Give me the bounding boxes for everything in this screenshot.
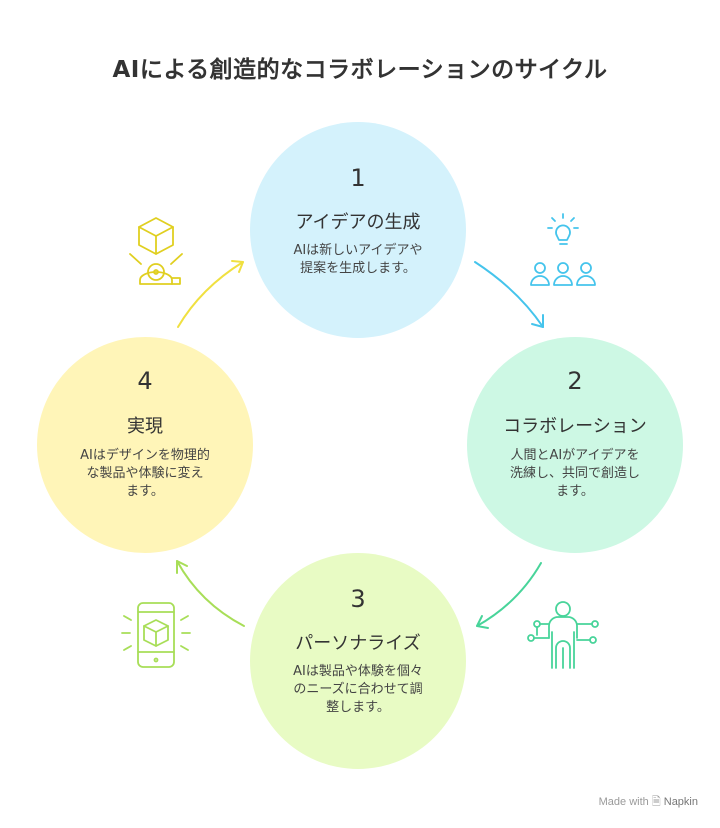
step-description-1: AIは新しいアイデアや 提案を生成します。: [270, 242, 446, 278]
step-number-2: 2: [567, 367, 583, 395]
step-heading-3: パーソナライズ: [295, 633, 421, 654]
step-circle-4: 4 実現 AIはデザインを物理的 な製品や体験に変え ます。: [37, 337, 253, 553]
footer-brand: Napkin: [663, 796, 698, 808]
step-heading-1: アイデアの生成: [295, 212, 421, 233]
box-hand-icon: [129, 217, 183, 285]
step-3-line-1: AIは製品や体験を個々: [293, 664, 423, 679]
step-circle-3: 3 パーソナライズ AIは製品や体験を個々 のニーズに合わせて調 整します。: [250, 553, 466, 769]
step-2-line-1: 人間とAIがアイデアを: [510, 448, 640, 463]
step-3-line-3: 整します。: [326, 700, 390, 715]
step-4-line-2: な製品や体験に変え: [86, 466, 204, 481]
diagram-title: AIによる創造的なコラボレーションのサイクル: [112, 57, 608, 83]
arrow-4-to-1: [177, 261, 244, 328]
arrowhead-4-to-1: [231, 260, 244, 273]
step-number-1: 1: [350, 164, 366, 192]
arrow-2-to-3: [476, 562, 542, 627]
footer-made-with: Made with: [598, 796, 649, 808]
step-1-line-1: AIは新しいアイデアや: [293, 243, 423, 258]
step-2-line-2: 洗練し、共同で創造し: [509, 466, 640, 481]
step-3-line-2: のニーズに合わせて調: [293, 682, 423, 697]
step-number-4: 4: [137, 367, 153, 395]
step-2-line-3: ます。: [556, 484, 594, 499]
arrow-1-to-2: [474, 261, 544, 328]
step-number-3: 3: [350, 585, 366, 613]
step-description-4: AIはデザインを物理的 な製品や体験に変え ます。: [57, 447, 233, 501]
arrowhead-1-to-2: [531, 314, 544, 328]
step-4-line-3: ます。: [126, 484, 164, 499]
step-description-2: 人間とAIがアイデアを 洗練し、共同で創造し ます。: [487, 447, 663, 501]
step-1-line-2: 提案を生成します。: [300, 261, 416, 276]
footer-attribution: Made with 🗎 Napkin: [599, 793, 698, 812]
step-circle-1: 1 アイデアの生成 AIは新しいアイデアや 提案を生成します。: [250, 122, 466, 338]
step-circle-2: 2 コラボレーション 人間とAIがアイデアを 洗練し、共同で創造し ます。: [467, 337, 683, 553]
lightbulb-team-icon: [530, 213, 596, 286]
step-heading-4: 実現: [127, 416, 163, 437]
arrowhead-2-to-3: [476, 615, 489, 629]
arrow-3-to-4: [176, 560, 245, 627]
arrowhead-3-to-4: [176, 560, 188, 574]
person-network-icon: [527, 601, 599, 669]
napkin-logo-icon: 🗎: [651, 796, 661, 808]
phone-box-icon: [121, 602, 191, 668]
step-description-3: AIは製品や体験を個々 のニーズに合わせて調 整します。: [270, 663, 446, 717]
step-heading-2: コラボレーション: [503, 416, 647, 437]
step-4-line-1: AIはデザインを物理的: [80, 448, 210, 463]
